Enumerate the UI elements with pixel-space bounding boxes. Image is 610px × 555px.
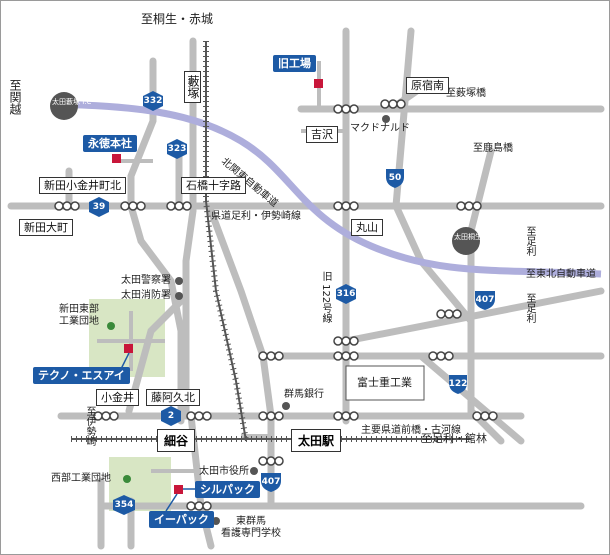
dest-kanetsu: 至関越 <box>8 79 22 115</box>
shield-332: 332 <box>142 90 164 112</box>
signal-mid-right <box>456 201 482 211</box>
site-head-office: 永徳本社 <box>83 135 137 152</box>
shield-50: 50 <box>384 167 406 189</box>
dest-isesaki: 至伊勢崎 <box>84 406 95 446</box>
shield-39: 39 <box>88 196 110 218</box>
signal-407 <box>436 309 462 319</box>
shield-407a: 407 <box>473 289 497 311</box>
signal-316b <box>333 351 359 361</box>
signal-koganei <box>93 411 119 421</box>
lm-gunma-bank: 群馬銀行 <box>284 389 324 400</box>
station-hosoya: 細谷 <box>157 429 196 452</box>
shield-316: 316 <box>335 283 357 305</box>
signal-cityhall <box>186 501 212 511</box>
sign-nittakoganei: 新田小金井町北 <box>39 177 126 194</box>
sign-maruyama: 丸山 <box>351 219 383 236</box>
kiryu-ic-label: 太田桐生 I.C <box>454 233 494 241</box>
kitakanto-expressway <box>50 100 602 278</box>
station-yabuzuka: 藪塚 <box>184 71 201 103</box>
signal-maruyama <box>333 201 359 211</box>
lm-mcdonalds: マクドナルド <box>350 123 410 134</box>
dest-sakurahashi: 至薮塚橋 <box>446 88 486 99</box>
site-silpack: シルパック <box>195 481 260 498</box>
road-kendo: 県道足利・伊勢崎線 <box>211 211 301 222</box>
nitta-east-industrial-area <box>89 299 165 377</box>
lm-nursing: 東群馬 看護専門学校 <box>221 516 281 539</box>
sign-ishibashi: 石橋十字路 <box>181 177 246 194</box>
yabuzuka-ic-label: 太田藪塚 I.C <box>52 98 92 106</box>
signal-ota-e <box>333 411 359 421</box>
signal-harajuku <box>380 99 406 109</box>
sign-harajuku: 原宿南 <box>406 77 449 94</box>
lm-fire: 太田消防署 <box>121 290 171 301</box>
lm-seibu: 西部工業団地 <box>51 473 111 484</box>
dest-top: 至桐生・赤城 <box>141 12 214 26</box>
sign-koganei: 小金井 <box>96 389 139 406</box>
signal-122 <box>428 351 454 361</box>
lm-police: 太田警察署 <box>121 275 171 286</box>
sign-yoshizawa: 吉沢 <box>306 126 338 143</box>
dest-kashimabashi: 至鹿島橋 <box>473 143 513 154</box>
dest-ashikaga1: 至足利 <box>524 226 535 256</box>
shield-323: 323 <box>166 138 188 160</box>
site-techno-eswai: テクノ・エスアイ <box>33 367 130 384</box>
sign-fujiakuhoku: 藤阿久北 <box>146 389 200 406</box>
dest-ashikaga-tatebayashi: 至足利・館林 <box>421 432 487 445</box>
company-markers <box>112 79 323 494</box>
road-shuyou: 主要県道前橋・古河線 <box>361 425 461 436</box>
shield-354: 354 <box>112 494 136 516</box>
signal-yoshizawa <box>333 104 359 114</box>
shield-2: 2 <box>160 405 182 427</box>
ic-circles <box>50 92 480 255</box>
lm-fuji: 富士重工業 <box>357 376 412 389</box>
site-epack: イーパック <box>149 511 214 528</box>
signal-39east <box>120 201 146 211</box>
leader-lines <box>120 352 196 512</box>
signal-ota-n <box>258 411 284 421</box>
sign-nittaoomachi: 新田大町 <box>19 219 73 236</box>
signal-316a <box>333 336 359 346</box>
station-ota: 太田駅 <box>291 429 342 452</box>
signal-nittakoganei <box>54 201 80 211</box>
road-122old: 旧 122号線 <box>320 271 331 324</box>
signal-ota-s <box>258 456 284 466</box>
signal-ishibashi <box>166 201 192 211</box>
shield-407b: 407 <box>259 471 283 493</box>
lm-nitta-east: 新田東部 工業団地 <box>59 304 99 327</box>
dest-ashikaga2: 至足利 <box>524 293 535 323</box>
railway-lines <box>71 41 471 442</box>
landmark-dots <box>107 115 390 525</box>
dest-tohoku: 至東北自動車道 <box>526 269 596 280</box>
minor-roads <box>97 61 346 473</box>
lm-cityhall: 太田市役所 <box>199 466 249 477</box>
signal-gunma <box>258 351 284 361</box>
fuji-factory-outline <box>345 365 425 401</box>
site-old-factory: 旧工場 <box>273 55 316 72</box>
shield-122: 122 <box>447 373 469 395</box>
signals <box>54 99 498 511</box>
signal-right-415 <box>472 411 498 421</box>
signal-fujiaku <box>186 411 212 421</box>
